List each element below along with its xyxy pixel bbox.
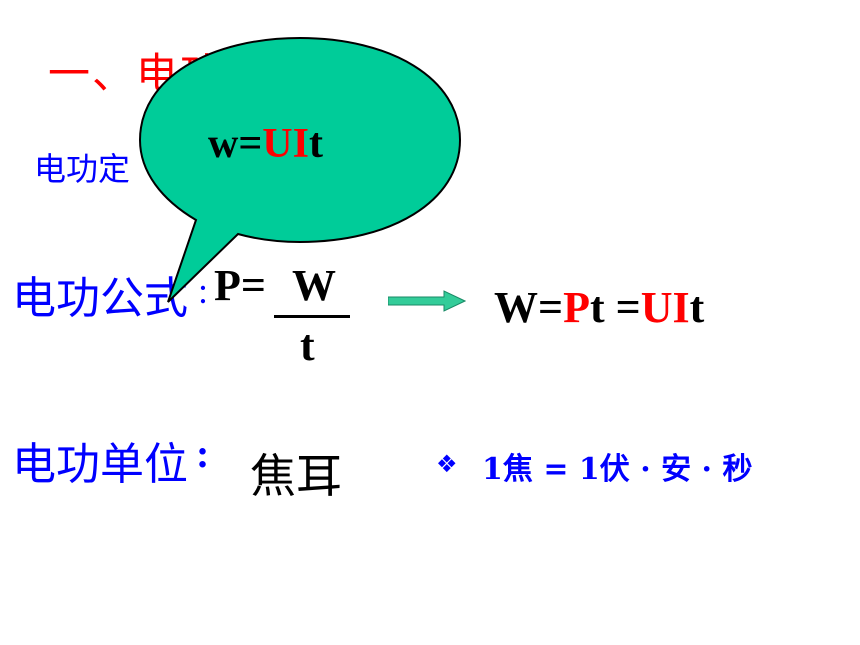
unit-conversion: 1焦 = 1伏 · 安 · 秒 (482, 452, 753, 487)
bubble-formula: w=UIt (208, 120, 323, 168)
definition-label: 电功定 (34, 150, 131, 188)
formula-label: 电功公式 (12, 273, 188, 324)
result-t: t (689, 283, 705, 332)
bubble-ui: UI (262, 121, 309, 167)
fraction-numerator: W (292, 261, 336, 310)
result-ui: UI (640, 283, 690, 332)
fraction-denominator: t (300, 321, 315, 370)
unit-colon: : (196, 431, 210, 476)
power-equals: P= (214, 261, 266, 310)
formula-colon: : (198, 271, 209, 311)
bubble-w-eq: w= (208, 121, 263, 167)
bubble-t: t (308, 121, 323, 167)
speech-bubble (138, 36, 462, 303)
result-p: P (563, 283, 590, 332)
fraction-bar (274, 315, 350, 318)
right-arrow-icon (388, 290, 466, 312)
diamond-bullet-icon: ❖ (436, 450, 458, 478)
derived-formula: W=Pt =UIt (494, 282, 704, 333)
unit-label: 电功单位 (12, 439, 188, 490)
result-t-eq: t = (589, 283, 641, 332)
result-w-eq: W= (494, 283, 564, 332)
unit-value: 焦耳 (250, 449, 342, 503)
